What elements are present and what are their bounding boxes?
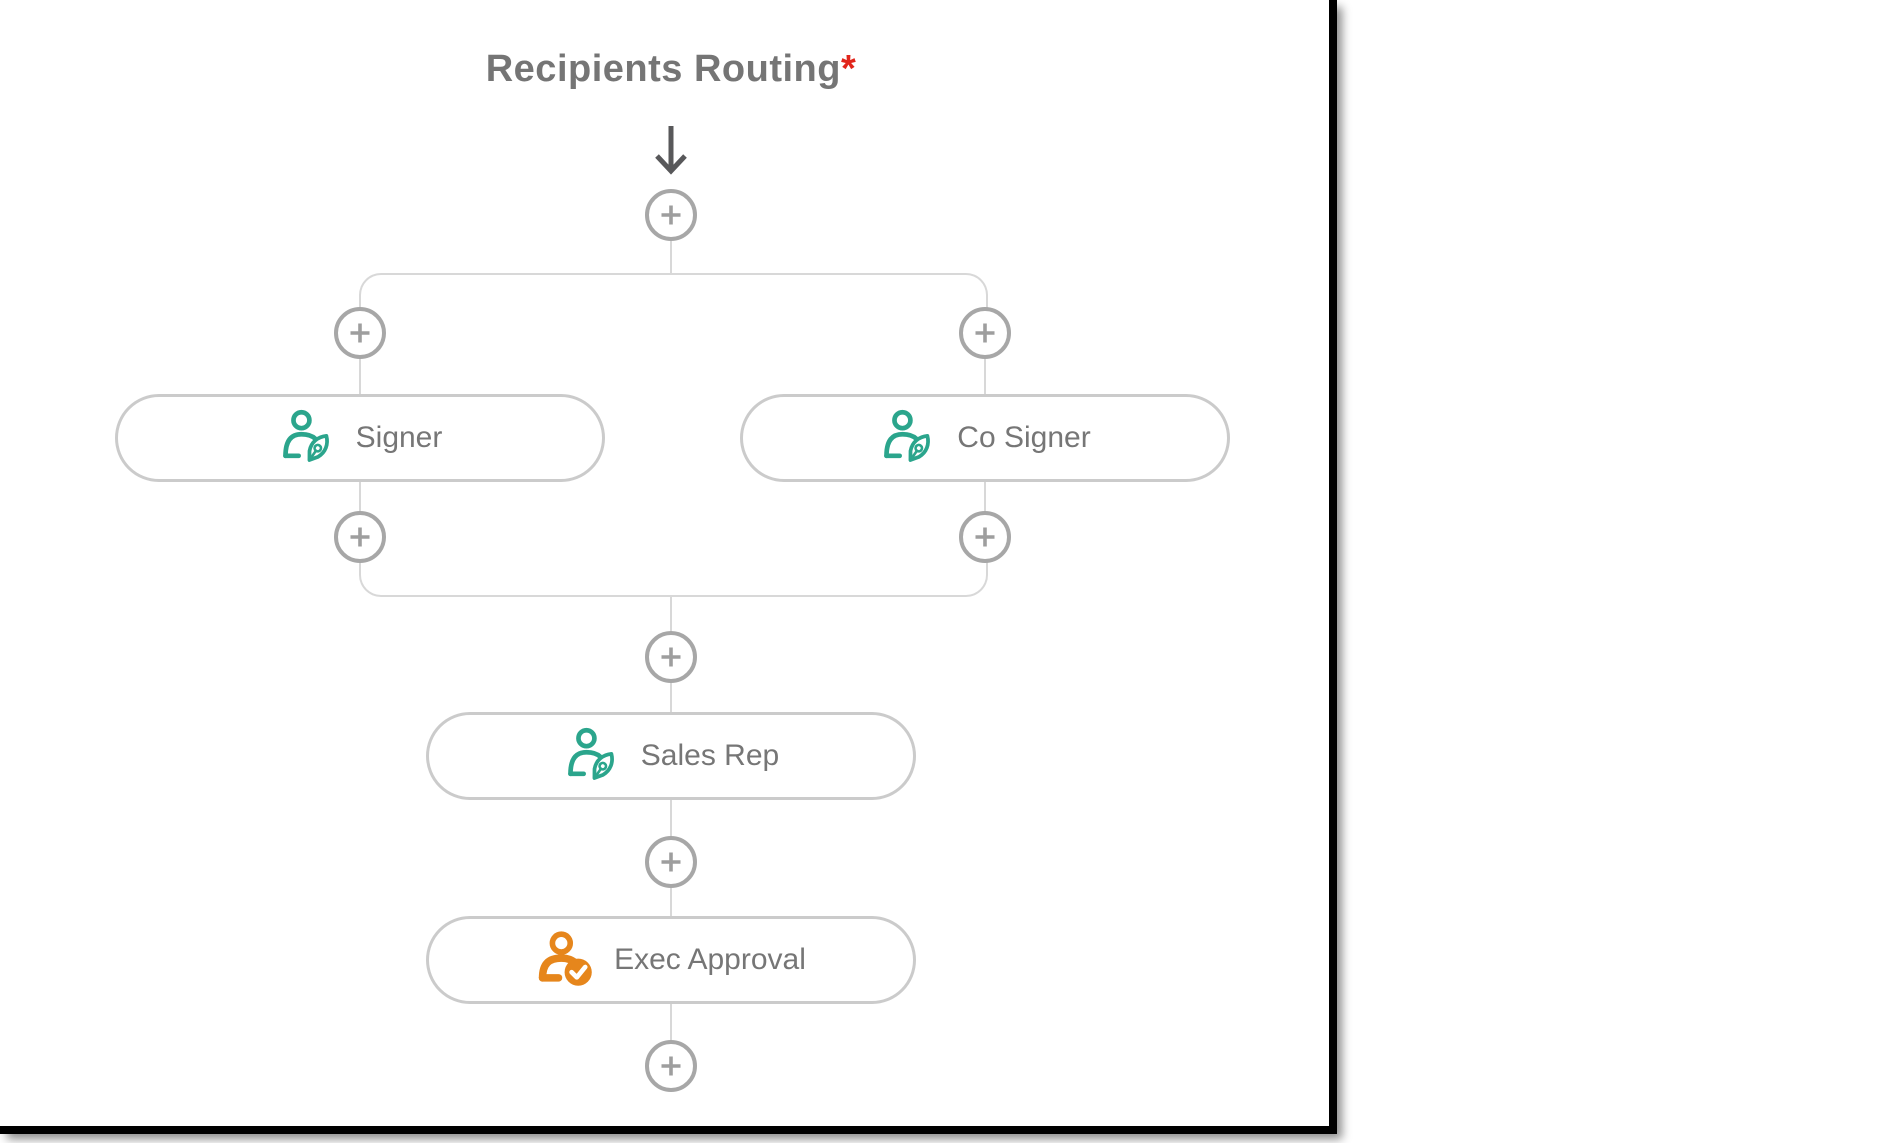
add-recipient-button-before-sales-rep[interactable] (645, 631, 697, 683)
add-recipient-button-before-signer[interactable] (334, 307, 386, 359)
recipient-node-label: Signer (355, 421, 443, 454)
connector (670, 800, 672, 836)
connector (984, 482, 986, 511)
recipient-node-label: Sales Rep (640, 739, 780, 772)
connector (359, 482, 361, 511)
add-recipient-button-before-exec-approval[interactable] (645, 836, 697, 888)
add-recipient-button-bottom[interactable] (645, 1040, 697, 1092)
connector-branch-top (359, 273, 988, 313)
recipient-node-co-signer[interactable]: Co Signer (740, 394, 1230, 482)
recipient-node-label: Exec Approval (614, 943, 806, 976)
recipient-node-exec-approval[interactable]: Exec Approval (426, 916, 916, 1004)
add-recipient-button-after-signer[interactable] (334, 511, 386, 563)
connector (359, 359, 361, 394)
plus-icon (661, 852, 681, 872)
plus-icon (661, 205, 681, 225)
add-recipient-button-after-co-signer[interactable] (959, 511, 1011, 563)
plus-icon (350, 527, 370, 547)
recipient-node-signer[interactable]: Signer (115, 394, 605, 482)
connector (670, 1004, 672, 1040)
connector (670, 888, 672, 916)
connector (670, 595, 672, 631)
signer-pen-icon (563, 726, 623, 786)
recipient-node-label: Co Signer (957, 421, 1091, 454)
arrow-down-icon (652, 124, 690, 185)
add-recipient-button-before-co-signer[interactable] (959, 307, 1011, 359)
connector (670, 683, 672, 712)
signer-pen-icon (879, 408, 939, 468)
plus-icon (661, 647, 681, 667)
add-recipient-button-top[interactable] (645, 189, 697, 241)
plus-icon (975, 323, 995, 343)
signer-pen-icon (278, 408, 338, 468)
plus-icon (661, 1056, 681, 1076)
connector-branch-merge (359, 557, 988, 597)
page-title: Recipients Routing* (486, 48, 857, 91)
plus-icon (975, 527, 995, 547)
document-panel: Recipients Routing* (0, 0, 1337, 1134)
approver-check-icon (536, 930, 596, 990)
required-asterisk: * (840, 48, 857, 90)
connector (984, 359, 986, 394)
plus-icon (350, 323, 370, 343)
recipient-node-sales-rep[interactable]: Sales Rep (426, 712, 916, 800)
page-title-text: Recipients Routing (485, 48, 841, 90)
connector (670, 241, 672, 273)
